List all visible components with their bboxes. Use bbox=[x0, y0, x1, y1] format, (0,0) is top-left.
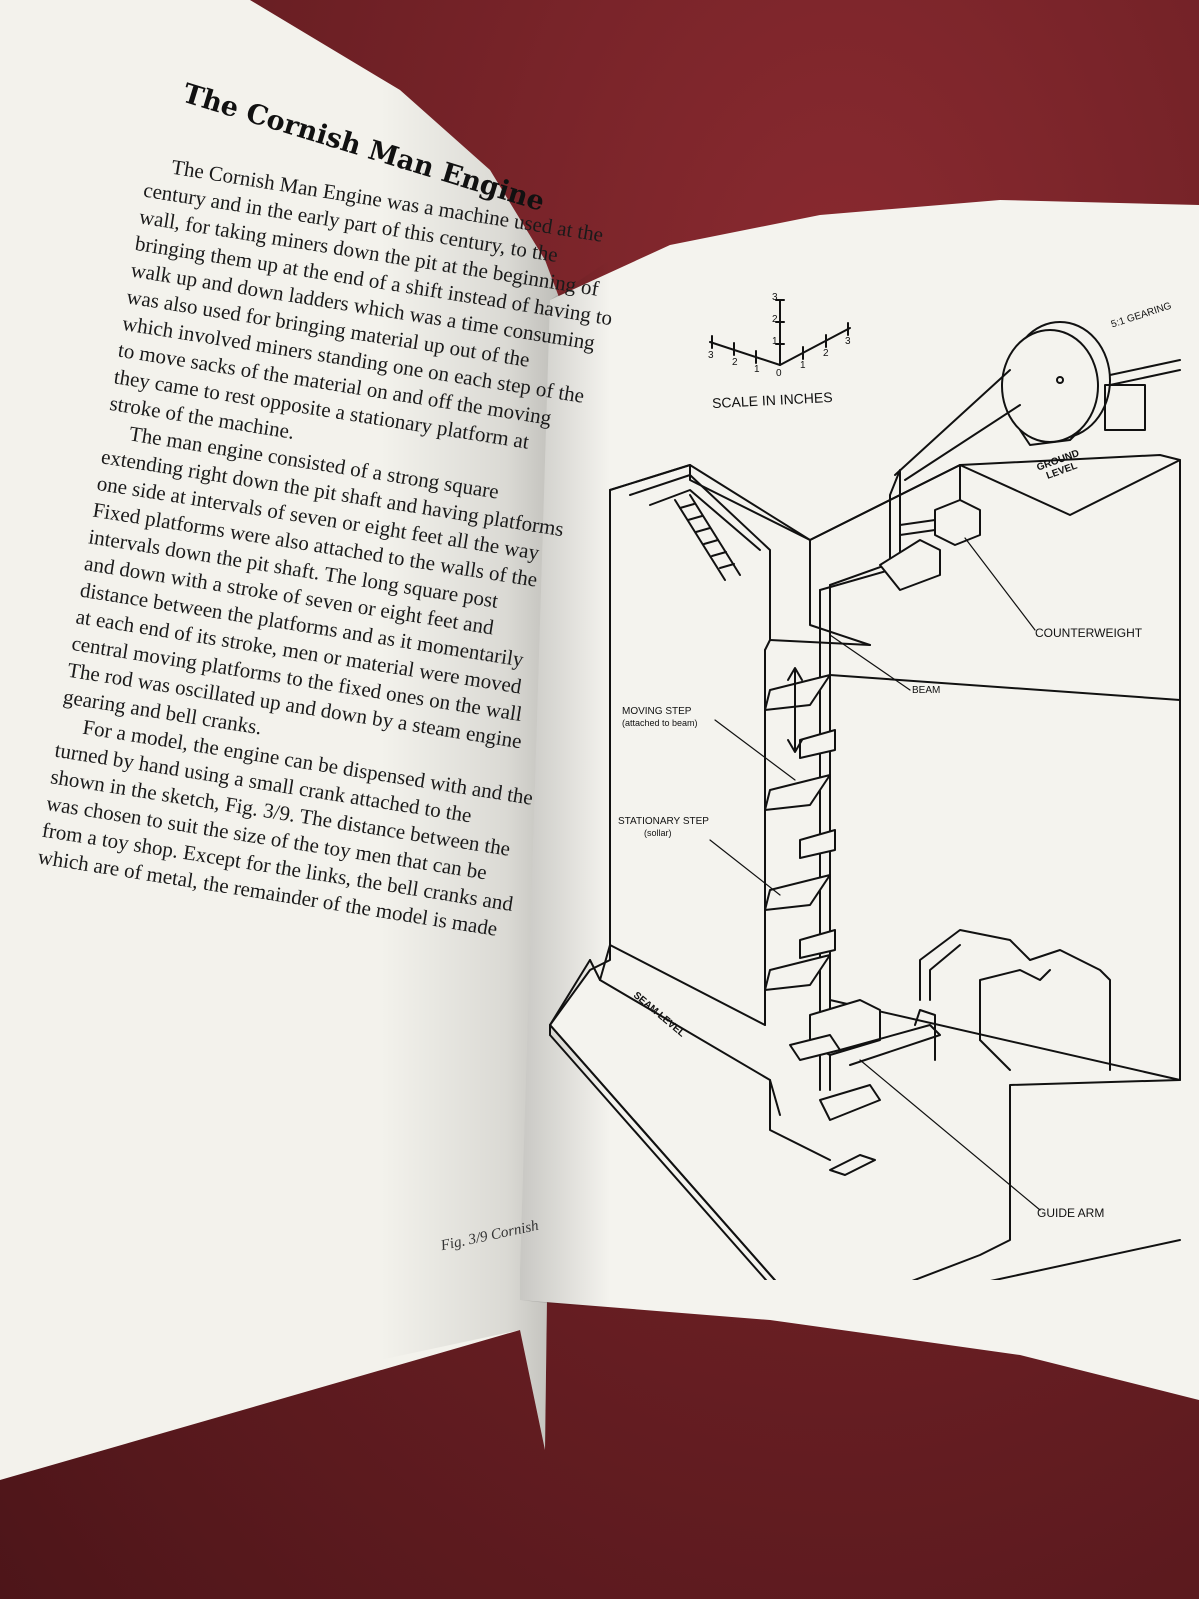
tick-label: 2 bbox=[823, 348, 829, 359]
moving-step-label: MOVING STEP bbox=[622, 706, 692, 717]
steps bbox=[764, 674, 836, 991]
left-page bbox=[0, 0, 560, 1480]
tick-label: 2 bbox=[732, 357, 738, 368]
tick-label: 1 bbox=[772, 336, 778, 347]
leader-lines bbox=[709, 537, 1041, 1211]
guide-arm-label: GUIDE ARM bbox=[1037, 1206, 1105, 1220]
man-engine-diagram: 3 2 1 0 1 2 3 1 2 3 SCALE IN INCHES 5:1 … bbox=[540, 280, 1199, 1331]
tick-label: 1 bbox=[754, 364, 760, 375]
motion-arrow bbox=[787, 667, 803, 753]
tick-label: 3 bbox=[772, 292, 778, 303]
tick-label: 2 bbox=[772, 314, 778, 325]
stationary-step-label: STATIONARY STEP bbox=[618, 816, 709, 827]
diagram-svg bbox=[549, 299, 1181, 1331]
bottom-bellcrank bbox=[789, 999, 941, 1176]
beam-label: BEAM bbox=[912, 685, 941, 696]
tick-label: 3 bbox=[845, 336, 851, 347]
stationary-step-note: (sollar) bbox=[644, 828, 672, 838]
ladder bbox=[674, 494, 741, 581]
scale-axes bbox=[709, 299, 851, 366]
tick-label: 0 bbox=[776, 368, 782, 379]
tick-label: 1 bbox=[800, 360, 806, 371]
gearing bbox=[894, 321, 1181, 481]
tick-label: 3 bbox=[708, 350, 714, 361]
counterweight-box bbox=[899, 499, 981, 546]
moving-step-note: (attached to beam) bbox=[622, 718, 698, 728]
counterweight-label: COUNTERWEIGHT bbox=[1035, 626, 1143, 640]
